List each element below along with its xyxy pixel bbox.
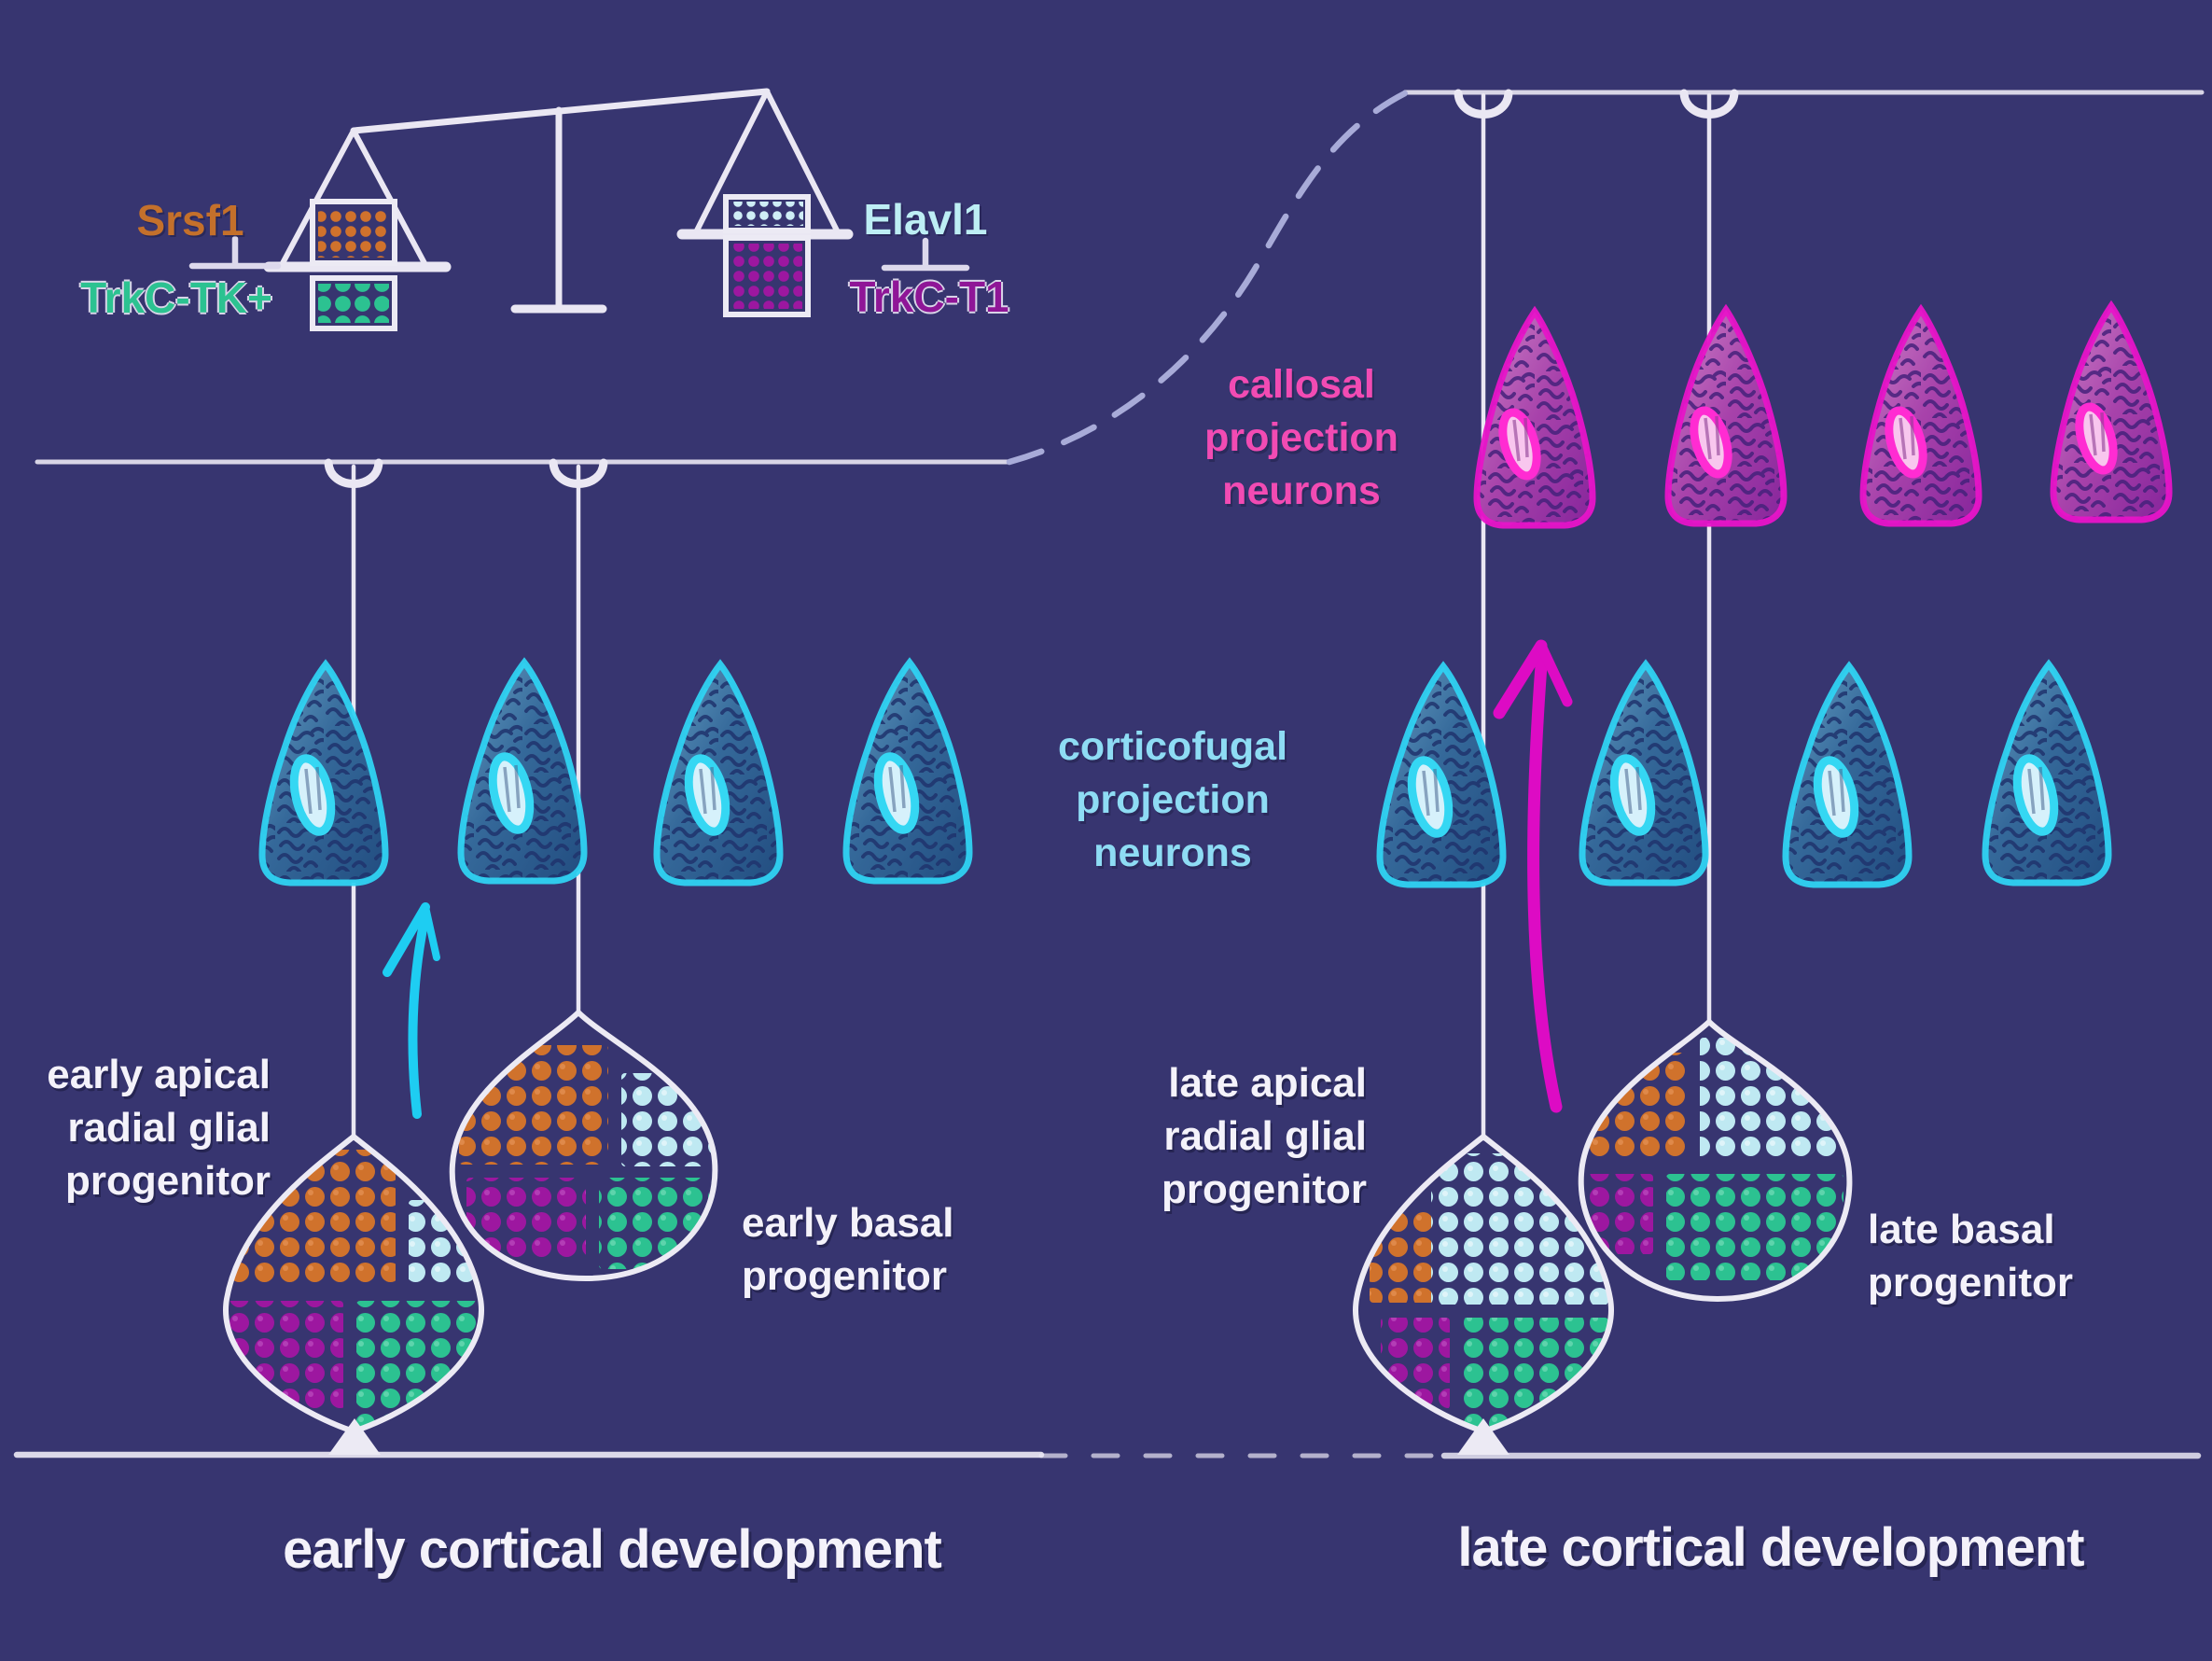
trkc-tk-dots bbox=[318, 284, 389, 323]
corticofugal-neuron bbox=[1985, 664, 2108, 883]
apical-endfoot-late bbox=[1457, 1418, 1509, 1455]
corticofugal-neuron bbox=[1786, 666, 1909, 885]
early-apical-radial-glial-progenitor-label: early apical radial glial progenitor bbox=[47, 1052, 271, 1204]
srsf1-dots bbox=[318, 207, 389, 258]
late-apical-radial-glial-progenitor-cell bbox=[1353, 1133, 1614, 1455]
corticofugal-neuron bbox=[461, 663, 584, 881]
late-cortical-development-title: late cortical development bbox=[1457, 1517, 2084, 1578]
corticofugal-neuron-row-early bbox=[262, 663, 969, 883]
left-pan-hanger bbox=[280, 128, 427, 266]
corticofugal-neuron bbox=[846, 663, 969, 881]
apical-endfoot-early bbox=[328, 1418, 381, 1455]
corticofugal-neuron-row-late bbox=[1380, 664, 2108, 885]
late-differentiation-arrow bbox=[1493, 639, 1573, 1113]
elavl1-dots bbox=[730, 202, 803, 226]
surface-lines bbox=[35, 90, 2205, 465]
callosal-neuron bbox=[1668, 310, 1784, 523]
corticofugal-projection-neurons-label: corticofugal projection neurons bbox=[1057, 724, 1288, 875]
callosal-neuron bbox=[1477, 312, 1593, 525]
scale-weights bbox=[310, 194, 811, 331]
radial-fibers bbox=[324, 89, 1739, 1141]
ground-line bbox=[13, 1451, 2202, 1459]
late-apical-radial-glial-progenitor-label: late apical radial glial progenitor bbox=[1162, 1060, 1367, 1212]
trkc-tk-label: TrkC-TK+ bbox=[80, 273, 272, 322]
trkc-t1-dots bbox=[731, 244, 802, 309]
right-pan-hanger bbox=[694, 89, 840, 233]
early-basal-progenitor-cell bbox=[449, 1008, 718, 1282]
trkc-t1-label: TrkC-T1 bbox=[849, 272, 1009, 321]
srsf1-label: Srsf1 bbox=[136, 196, 244, 244]
early-cortical-development-title: early cortical development bbox=[283, 1519, 942, 1580]
inhibition-symbol-left bbox=[188, 235, 282, 270]
callosal-neuron-row bbox=[1477, 306, 2169, 525]
transition-dashed-curve bbox=[1006, 90, 1409, 466]
corticofugal-neuron bbox=[1582, 664, 1705, 883]
late-basal-progenitor-label: late basal progenitor bbox=[1868, 1207, 2073, 1305]
callosal-neuron bbox=[1863, 310, 1979, 523]
inhibition-symbol-right bbox=[881, 237, 970, 272]
late-basal-progenitor-cell bbox=[1578, 1017, 1853, 1303]
early-basal-progenitor-label: early basal progenitor bbox=[742, 1200, 954, 1299]
balance-scale bbox=[263, 88, 854, 314]
corticofugal-neuron bbox=[657, 664, 780, 883]
early-differentiation-arrow bbox=[383, 902, 440, 1119]
callosal-neuron bbox=[2053, 306, 2169, 520]
elavl1-label: Elavl1 bbox=[863, 195, 988, 244]
callosal-projection-neurons-label: callosal projection neurons bbox=[1204, 362, 1398, 513]
corticofugal-neuron bbox=[262, 664, 385, 883]
